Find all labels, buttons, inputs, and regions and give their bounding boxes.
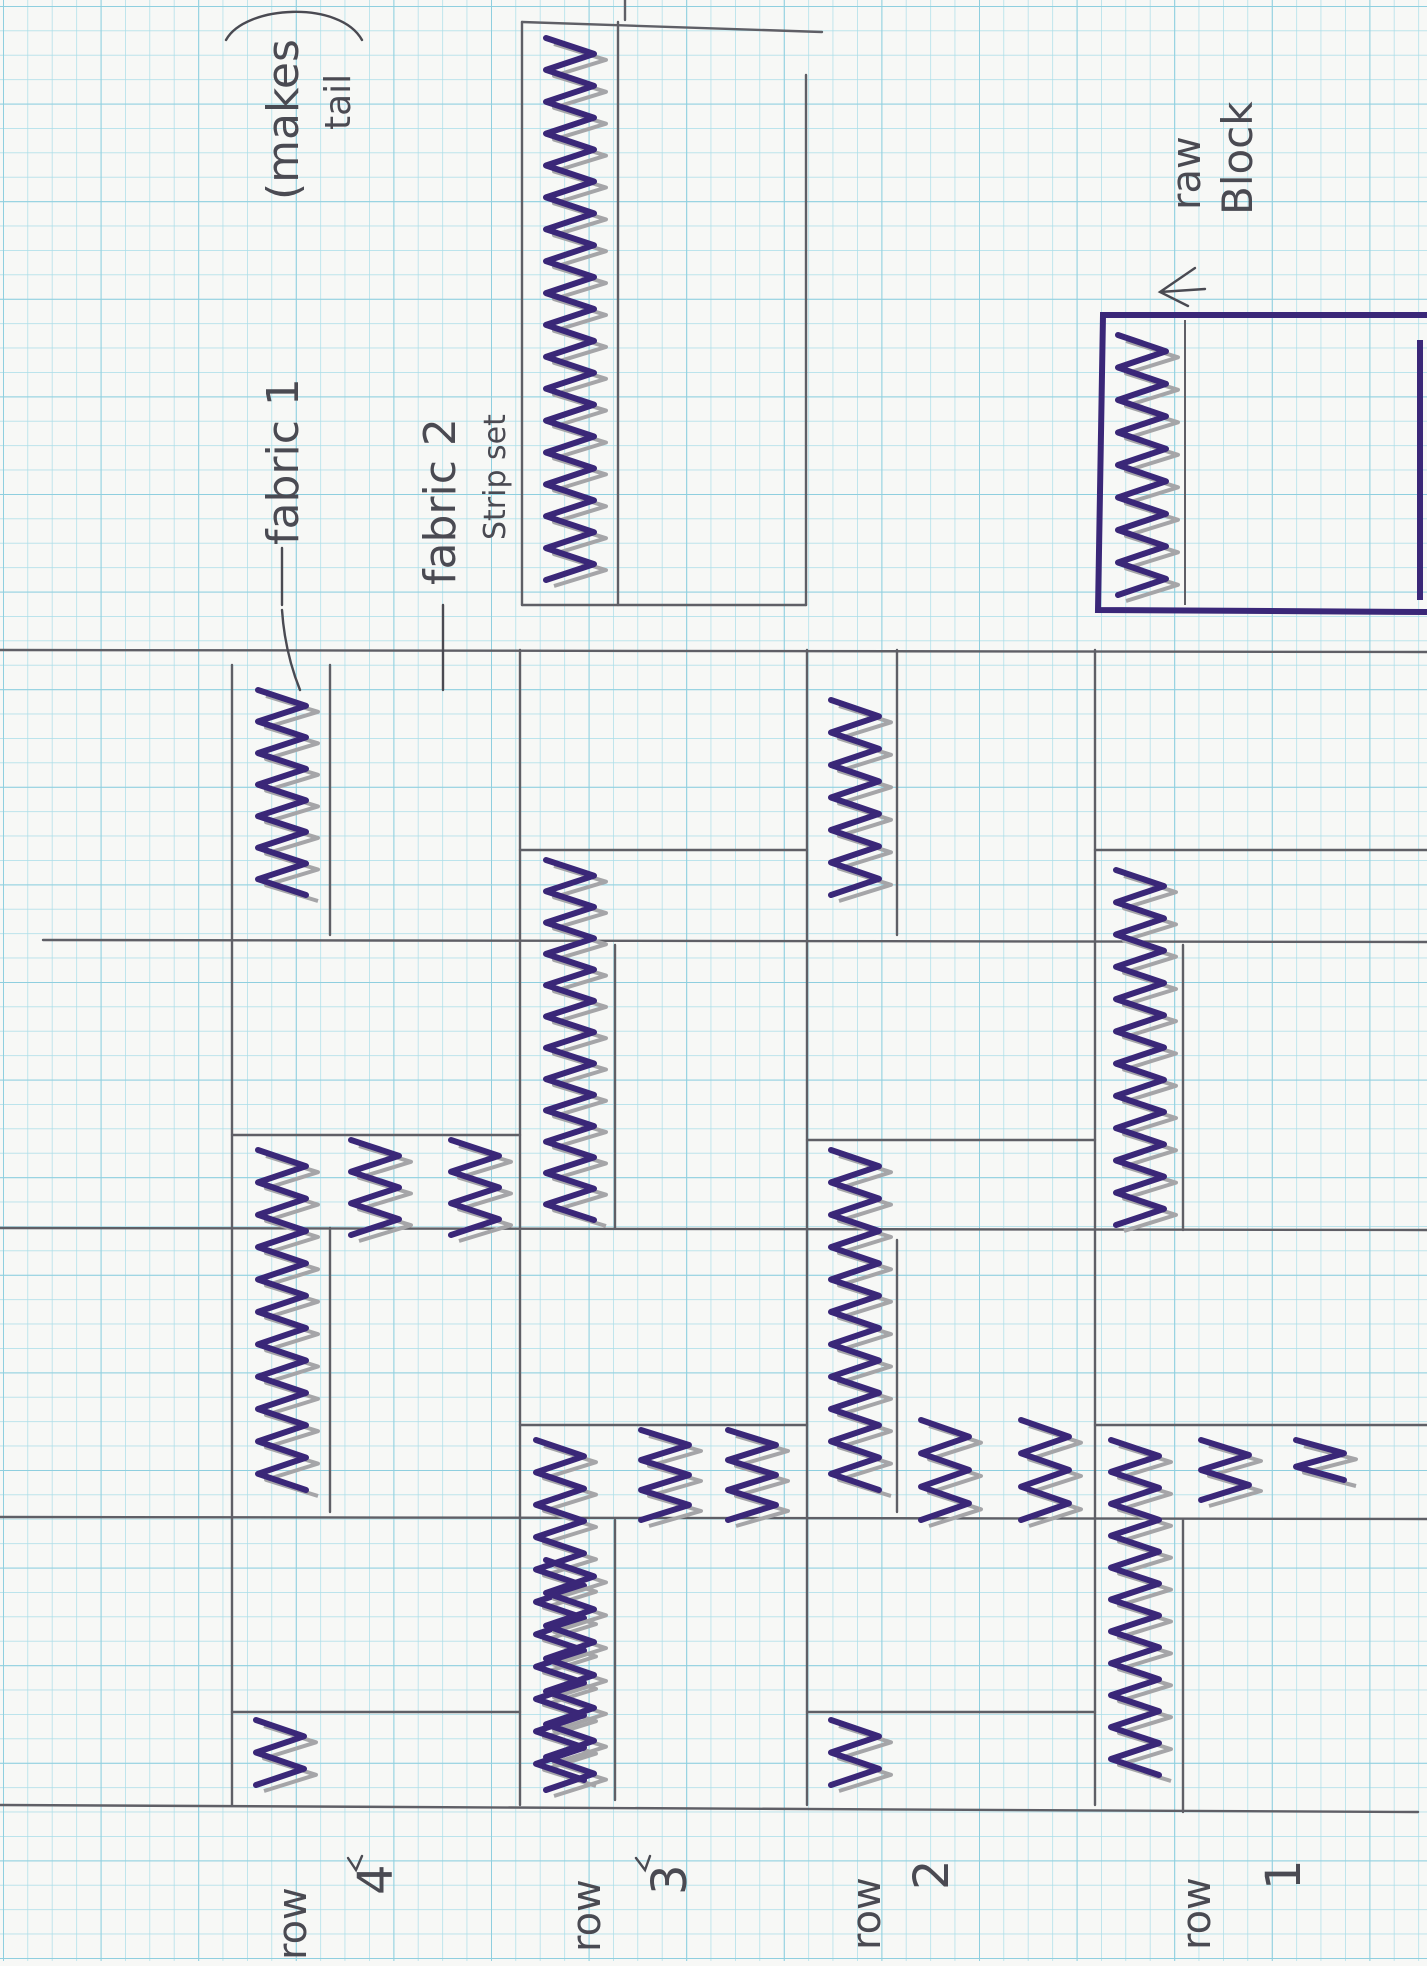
annotation-fabric1-note-line1: (makes bbox=[258, 39, 309, 200]
annotation-fabric2: fabric 2 bbox=[415, 418, 466, 585]
row-label-number: 4 bbox=[348, 1864, 404, 1895]
annotation-fabric2-note: Strip set bbox=[478, 414, 513, 540]
annotation-fabric1: fabric 1 bbox=[258, 378, 309, 545]
annotation-raw-block-line1: raw bbox=[1164, 136, 1210, 210]
annotation-raw-block-line2: Block bbox=[1213, 101, 1262, 215]
row-label-number: 2 bbox=[904, 1859, 960, 1890]
row-label-number: 1 bbox=[1256, 1859, 1312, 1890]
row-label-word: row bbox=[844, 1877, 890, 1950]
annotation-fabric1-note-line2: tail bbox=[318, 74, 359, 130]
row-label-word: row bbox=[270, 1887, 316, 1960]
row-label-word: row bbox=[564, 1879, 610, 1952]
row-label-word: row bbox=[1174, 1877, 1220, 1950]
row-label-number: 3 bbox=[642, 1864, 698, 1895]
